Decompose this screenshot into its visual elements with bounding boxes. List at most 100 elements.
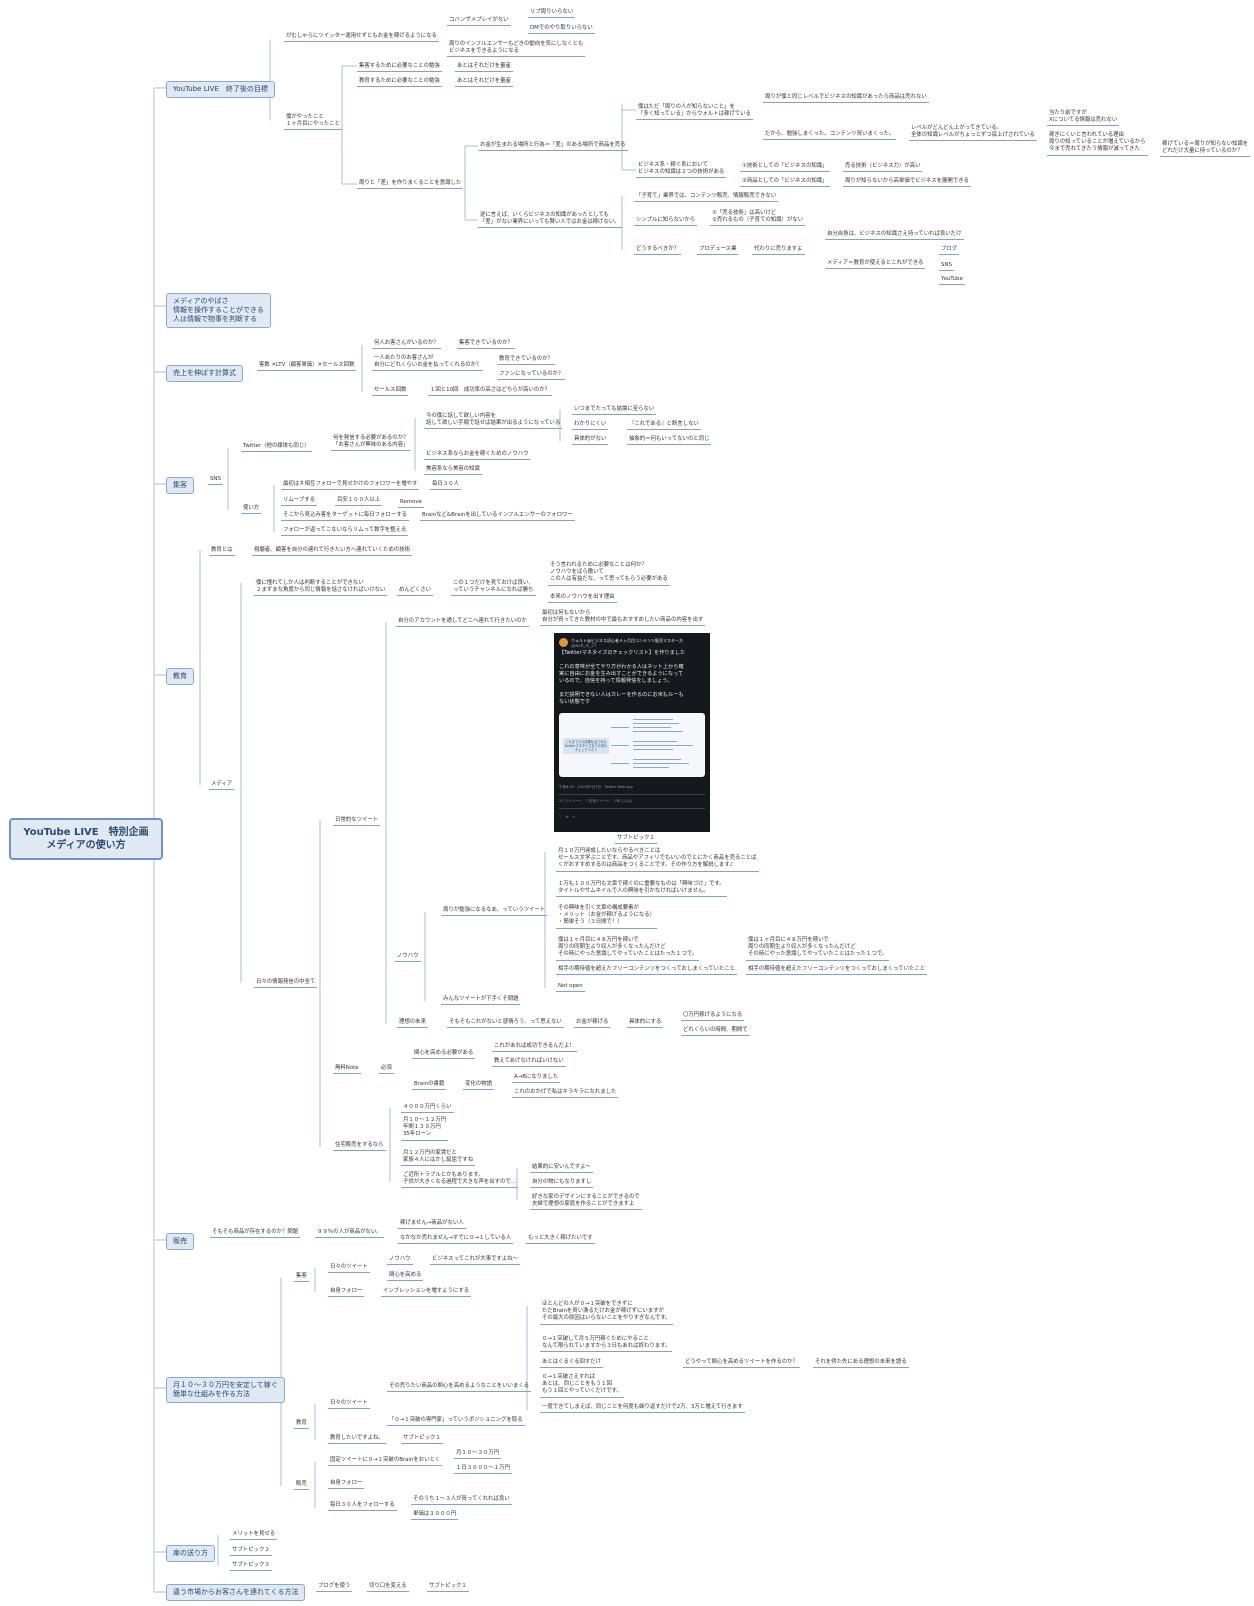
topic[interactable]: なかなか売れません→すでに０→１している人 xyxy=(398,1235,514,1245)
topic[interactable]: 月１０〜３０万円 xyxy=(454,1450,502,1460)
topic[interactable]: 周りと「差」を作りまくることを意識した xyxy=(357,180,464,190)
topic[interactable]: Not open xyxy=(556,983,585,993)
topic[interactable]: A→Bになりました xyxy=(512,1074,561,1084)
topic[interactable]: 関心を高める必要がある xyxy=(412,1050,476,1060)
topic[interactable]: １万も１００万円も文章で稼ぐのに重要なものは「興味づけ」です。 タイトルやサムネ… xyxy=(556,881,727,898)
branch-youtube-live-goal[interactable]: YouTube LIVE 終了後の目標 xyxy=(166,81,275,98)
topic[interactable]: セールス回数 xyxy=(372,387,409,397)
topic[interactable]: サブトピック１ xyxy=(401,1435,443,1445)
topic[interactable]: 教育 xyxy=(294,1420,309,1430)
topic[interactable]: ブログを使う xyxy=(316,1583,353,1593)
topic[interactable]: レベルがどんどん上がってきている。 全体の知識レベルがちょっとずつ底上げされてい… xyxy=(909,125,1037,142)
branch-sales-formula[interactable]: 売上を伸ばす計算式 xyxy=(166,365,243,382)
branch-send-off[interactable]: 扉の送り方 xyxy=(166,1545,215,1562)
topic[interactable]: 自身フォロー xyxy=(328,1288,365,1298)
topic[interactable]: 美容系なら美容の知識 xyxy=(424,466,482,476)
topic[interactable]: 教育できているのか？ xyxy=(497,356,555,366)
topic[interactable]: 月１０〜１２万円 年間１３０万円 35年ローン xyxy=(401,1117,449,1141)
topic[interactable]: 本来のノウハウを出す理由 xyxy=(548,594,617,604)
topic[interactable]: ９９％の人が商品がない。 xyxy=(315,1229,384,1239)
topic[interactable]: ０→１突破して月５万円稼ぐためにやること なんて限られていますから３日もあれば終… xyxy=(540,1336,673,1353)
topic[interactable]: メディア＝教育が使えるとこれができる xyxy=(825,260,926,270)
topic[interactable]: インプレッションを増すようにする xyxy=(381,1288,472,1298)
topic[interactable]: 住宅販売をするなら xyxy=(333,1142,386,1152)
topic[interactable]: メリットを見せる xyxy=(230,1531,278,1541)
topic[interactable]: 「０→１突破の専門家」っていうポジショニングを取る xyxy=(387,1417,525,1427)
topic[interactable]: サブトピック１ xyxy=(427,1583,469,1593)
topic[interactable]: 月１２万円の家賃だと 家族４人にはかし窮屈ですね xyxy=(401,1150,476,1167)
topic[interactable]: 使い方 xyxy=(241,505,262,515)
topic[interactable]: 「子育て」業界では、コンテンツ販売、情報販売できない xyxy=(634,193,779,203)
branch-other-market[interactable]: 違う市場からお客さんを連れてくる方法 xyxy=(166,1584,306,1601)
topic[interactable]: もっと大きく稼げたいです xyxy=(526,1235,595,1245)
topic[interactable]: 売る技術（ビジネス力）が高い xyxy=(843,163,923,173)
topic[interactable]: 周りが知らないから高単価でビジネスを展開できる xyxy=(843,178,971,188)
topic[interactable]: ４０００万円くらい xyxy=(401,1104,454,1114)
topic[interactable]: 抽象的＝何もいってないのと同じ xyxy=(627,436,712,446)
topic[interactable]: 代わりに売りますよ xyxy=(752,246,805,256)
topic[interactable]: Remove xyxy=(398,499,424,509)
topic[interactable]: フォローが返ってこないならリムって数字を整える xyxy=(281,527,409,537)
topic[interactable]: 周りが勉強になるなあ、っていうツイート xyxy=(441,907,548,917)
topic[interactable]: そのうち１〜３人が買ってくれれば良い xyxy=(411,1496,512,1506)
topic[interactable]: １回と10回 成功率の高さはどちらが高いのか？ xyxy=(428,387,553,397)
topic[interactable]: 関心を高める xyxy=(387,1272,424,1282)
topic[interactable]: 僕は１ヶ月目に４８万円を稼いで 周りの同期生より収入が多くなったんだけど その時… xyxy=(556,937,700,961)
branch-media-danger[interactable]: メディアのやばさ 情報を操作することができる 人は情報で物事を判断する xyxy=(166,293,271,328)
topic[interactable]: 日々のツイート xyxy=(328,1264,370,1274)
topic[interactable]: わかりにくい xyxy=(572,421,609,431)
topic[interactable]: 相手の期待値を超えたフリーコンテンツをつくっておしまくっていたこと xyxy=(556,966,738,976)
topic[interactable]: 教育したいですよね。 xyxy=(328,1435,386,1445)
topic[interactable]: 客数 ✕LTV（顧客単価）✕セールス回数 xyxy=(257,362,357,372)
topic[interactable]: 僕は１ヶ月目に４８万円を稼いで 周りの同期生より収入が多くなったんだけど その時… xyxy=(746,937,890,961)
root-topic[interactable]: YouTube LIVE 特別企画 メディアの使い方 xyxy=(9,818,163,860)
topic[interactable]: お金が稼げる xyxy=(574,1019,611,1029)
topic[interactable]: Brainなど&Brainを出しているインフルエンサーのフォロワー xyxy=(420,512,575,522)
topic[interactable]: SNS xyxy=(208,476,223,486)
topic[interactable]: コバンザメプレイがない xyxy=(447,17,511,27)
topic[interactable]: がむしゃらにツイッター運用せずともお金を稼げるようになる xyxy=(284,33,439,43)
topic[interactable]: SNS xyxy=(939,262,954,272)
topic[interactable]: 逆に言えば、いくらビジネスの知識があったとしても 「差」がない業界にいっても賢い… xyxy=(478,212,622,229)
topic[interactable]: 無料Note xyxy=(333,1065,361,1075)
topic[interactable]: 具体的がない xyxy=(572,436,609,446)
topic[interactable]: 〇万円稼げるようになる xyxy=(681,1012,745,1022)
topic[interactable]: 集客 xyxy=(294,1273,309,1283)
topic[interactable]: ①技術としての「ビジネスの知識」 xyxy=(740,163,830,173)
topic[interactable]: そもそもこれがないと感情ろう、って思えない xyxy=(447,1019,564,1029)
topic[interactable]: どれくらいの時間、期間で xyxy=(681,1027,750,1037)
topic[interactable]: シンプルに知らないから xyxy=(634,217,698,227)
topic[interactable]: 稼げません→商品がない人 xyxy=(398,1220,466,1230)
topic[interactable]: 日常的なツイート xyxy=(333,817,381,827)
topic[interactable]: DMでのやり取りいらない xyxy=(528,25,595,35)
topic[interactable]: この１つだけを見ておけば良い、 っていうチャンネルになれば勝ち xyxy=(451,580,536,597)
topic[interactable]: 理想の未来 xyxy=(397,1019,428,1029)
topic[interactable]: めんどくさい xyxy=(397,587,434,597)
topic[interactable]: 結果的に安いんですよ〜 xyxy=(530,1164,594,1174)
topic[interactable]: 自身フォロー xyxy=(328,1480,365,1490)
topic[interactable]: リムーブする xyxy=(281,497,318,507)
topic[interactable]: そもそも商品が存在するのか？問題 xyxy=(210,1229,301,1239)
topic[interactable]: 僕はただ「周りの人が知らないこと」を 「多く知っている」からウォルトは稼げている xyxy=(636,104,753,121)
branch-education[interactable]: 教育 xyxy=(166,668,194,685)
topic[interactable]: 周りのインフルエンサーもどきの動向を気にしなくとも ビジネスをできるようになる xyxy=(447,41,586,58)
topic[interactable]: 教育とは xyxy=(209,547,235,557)
topic[interactable]: だから、勉強しまくった。コンテンツ買いまくった。 xyxy=(763,131,897,141)
topic[interactable]: ビジネスってこれが大事ですよね〜 xyxy=(430,1256,520,1266)
topic[interactable]: 集客できているのか？ xyxy=(457,340,515,350)
topic[interactable]: 自分のアカウントを通してどこへ連れて行きたいのか xyxy=(396,618,529,628)
topic[interactable]: 『これである』と断言しない xyxy=(627,421,701,431)
topic[interactable]: リプ周りいらない xyxy=(528,9,576,19)
topic[interactable]: どうやって関心を高めるツイートを作るのか？ xyxy=(683,1359,800,1369)
topic[interactable]: 変化の物語 xyxy=(463,1081,494,1091)
topic[interactable]: 一人あたりのお客さんが 自分にどれくらいお金を払ってくれるのか？ xyxy=(372,355,484,372)
topic[interactable]: ご近所トラブルとかもあります。 子供が大きくなる過程で大きな声を出すので… xyxy=(401,1172,519,1189)
topic[interactable]: 自分自身は、ビジネスの知識さえ持っていれば良いだけ xyxy=(825,231,964,241)
branch-acquisition[interactable]: 集客 xyxy=(166,477,194,494)
topic[interactable]: 目安１００人以上 xyxy=(335,497,383,507)
topic[interactable]: 稼ぎにくいと言われている理由 周りの知っていることが増えているから 今まで売れて… xyxy=(1047,132,1148,156)
topic[interactable]: サブトピック１ xyxy=(615,835,657,845)
topic[interactable]: ビジネス系ならお金を稼ぐためのノウハウ xyxy=(424,451,531,461)
topic[interactable]: その売りたい商品の関心を高めるようなことをいいまくる xyxy=(387,1383,532,1393)
topic[interactable]: Brainの書籍 xyxy=(412,1081,447,1091)
